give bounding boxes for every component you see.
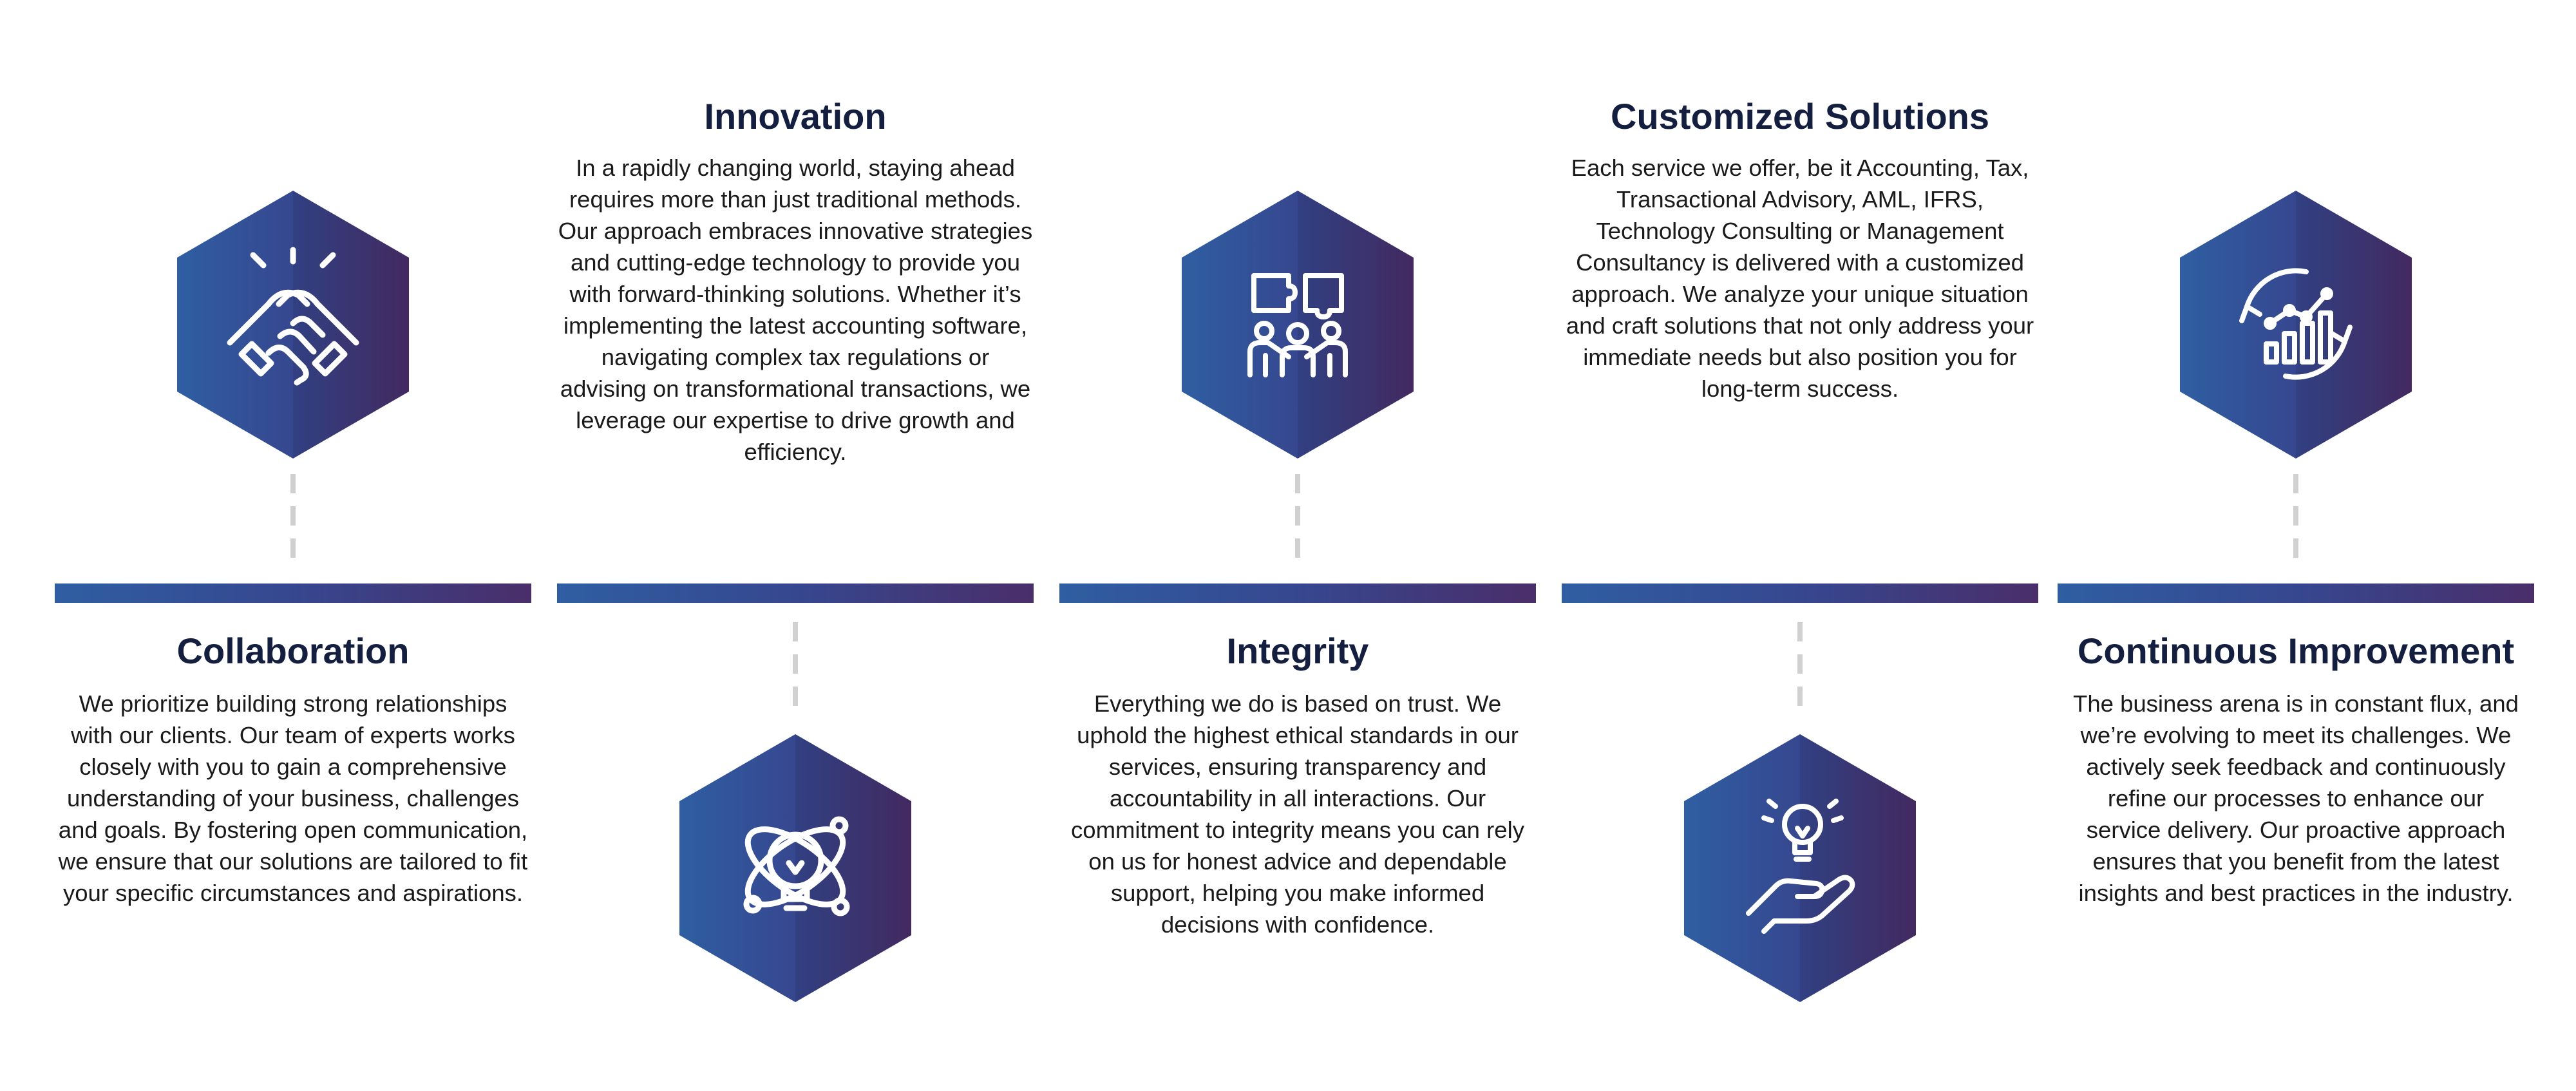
connector-dash (2293, 474, 2298, 558)
connector-dash (793, 622, 798, 706)
step-innovation: Innovation In a rapidly changing world, … (557, 0, 1034, 1091)
step-customized-solutions: Customized Solutions Each service we off… (1562, 0, 2038, 1091)
step-description: We prioritize building strong relationsh… (58, 690, 528, 906)
hexagon-badge (2180, 191, 2412, 459)
growth-chart-cycle-icon (2239, 268, 2353, 380)
team-puzzle-icon (1247, 273, 1348, 377)
hexagon-badge (679, 734, 911, 1002)
timeline-bar (55, 583, 531, 603)
hexagon-badge (1684, 734, 1916, 1002)
hexagon-badge (177, 191, 409, 459)
step-title: Innovation (704, 96, 887, 137)
lightbulb-orbit-icon (743, 816, 850, 916)
connector-dash (1797, 622, 1803, 706)
step-continuous-improvement: Continuous Improvement The business aren… (2058, 0, 2534, 1091)
step-title: Integrity (1226, 631, 1369, 671)
step-title: Customized Solutions (1611, 96, 1989, 137)
hexagon-badge (1182, 191, 1414, 459)
step-description: In a rapidly changing world, staying ahe… (558, 155, 1033, 465)
step-description: Each service we offer, be it Accounting,… (1566, 155, 2034, 402)
step-description: Everything we do is based on trust. We u… (1071, 690, 1524, 938)
hand-lightbulb-icon (1746, 799, 1855, 934)
timeline-bar (1059, 583, 1536, 603)
timeline-bar (557, 583, 1034, 603)
step-title: Collaboration (176, 631, 410, 671)
step-collaboration: Collaboration We prioritize building str… (55, 0, 531, 1091)
step-integrity: Integrity Everything we do is based on t… (1059, 0, 1536, 1091)
handshake-icon (227, 247, 359, 386)
step-title: Continuous Improvement (2077, 631, 2515, 671)
connector-dash (1295, 474, 1300, 558)
step-description: The business arena is in constant flux, … (2073, 690, 2519, 906)
timeline-bar (2058, 583, 2534, 603)
connector-dash (290, 474, 296, 558)
timeline-bar (1562, 583, 2038, 603)
